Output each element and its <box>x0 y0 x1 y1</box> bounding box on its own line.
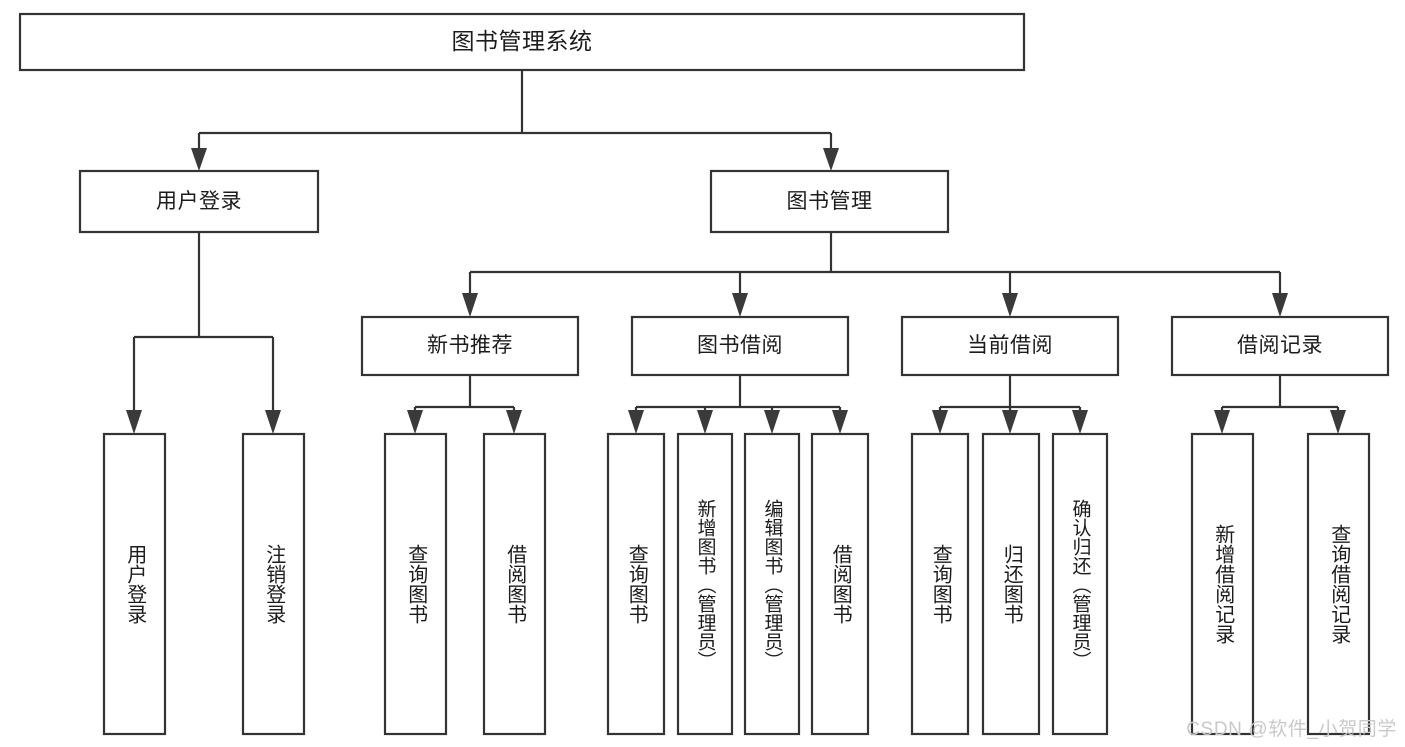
arrow-head-leaf-query-book-3 <box>932 410 948 434</box>
arrow-head-leaf-user-login <box>126 410 142 434</box>
arrow-head-current-borrow <box>1002 293 1018 317</box>
node-box-root[interactable] <box>18 12 1026 72</box>
node-box-book-borrow[interactable] <box>630 315 850 377</box>
arrow-head-leaf-borrow-book-1 <box>506 410 522 434</box>
node-box-leaf-query-record[interactable] <box>1306 432 1371 736</box>
arrow-head-leaf-return-book <box>1002 410 1018 434</box>
node-box-new-book-recommend[interactable] <box>360 315 580 377</box>
arrow-head-leaf-query-record <box>1330 410 1346 434</box>
arrow-head-book-borrow <box>732 293 748 317</box>
node-box-leaf-return-book[interactable] <box>981 432 1041 736</box>
node-box-user-login[interactable] <box>78 169 320 234</box>
arrow-head-book-management <box>823 148 839 171</box>
node-box-leaf-query-book-1[interactable] <box>383 432 448 736</box>
node-box-leaf-query-book-3[interactable] <box>910 432 970 736</box>
arrow-head-leaf-confirm-return <box>1072 410 1088 434</box>
arrow-head-user-login <box>191 148 207 171</box>
node-box-leaf-add-book[interactable] <box>676 432 734 736</box>
node-box-borrow-record[interactable] <box>1170 315 1390 377</box>
arrow-head-leaf-add-book <box>697 410 713 434</box>
node-box-leaf-confirm-return[interactable] <box>1051 432 1109 736</box>
node-box-leaf-user-login[interactable] <box>102 432 167 736</box>
node-box-leaf-logout-login[interactable] <box>241 432 306 736</box>
arrow-head-borrow-record <box>1272 293 1288 317</box>
arrow-head-leaf-borrow-book-2 <box>832 410 848 434</box>
node-box-leaf-borrow-book-1[interactable] <box>482 432 547 736</box>
arrow-head-new-book-recommend <box>462 293 478 317</box>
node-box-leaf-add-record[interactable] <box>1190 432 1255 736</box>
node-box-leaf-borrow-book-2[interactable] <box>810 432 870 736</box>
arrow-head-leaf-logout-login <box>265 410 281 434</box>
arrow-head-leaf-edit-book <box>764 410 780 434</box>
node-box-book-management[interactable] <box>709 169 950 234</box>
node-box-leaf-query-book-2[interactable] <box>606 432 666 736</box>
arrow-head-leaf-query-book-2 <box>628 410 644 434</box>
arrow-head-leaf-query-book-1 <box>407 410 423 434</box>
node-box-current-borrow[interactable] <box>900 315 1120 377</box>
arrow-head-leaf-add-record <box>1214 410 1230 434</box>
node-box-leaf-edit-book[interactable] <box>743 432 801 736</box>
